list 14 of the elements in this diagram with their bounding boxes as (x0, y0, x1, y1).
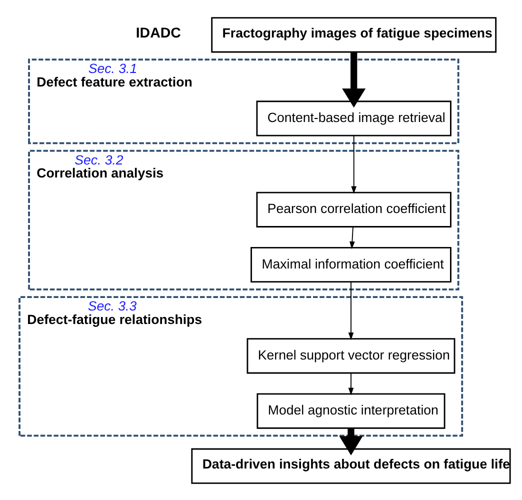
node-box: Fractography images of fatigue specimens (211, 16, 497, 52)
label: IDADC (136, 24, 181, 41)
node-box: Pearson correlation coefficient (256, 191, 452, 227)
node-box: Data-driven insights about defects on fatigue life (191, 448, 511, 484)
node-box: Maximal information coefficient (250, 246, 452, 282)
node-box: Model agnostic interpretation (256, 392, 446, 428)
node-box: Kernel support vector regression (246, 338, 456, 374)
arrow (342, 52, 366, 108)
arrow (339, 428, 363, 455)
arrow (348, 281, 354, 340)
node-box: Content-based image retrieval (256, 100, 452, 136)
arrow (348, 372, 354, 395)
arrow (351, 134, 356, 194)
arrow (350, 226, 355, 249)
